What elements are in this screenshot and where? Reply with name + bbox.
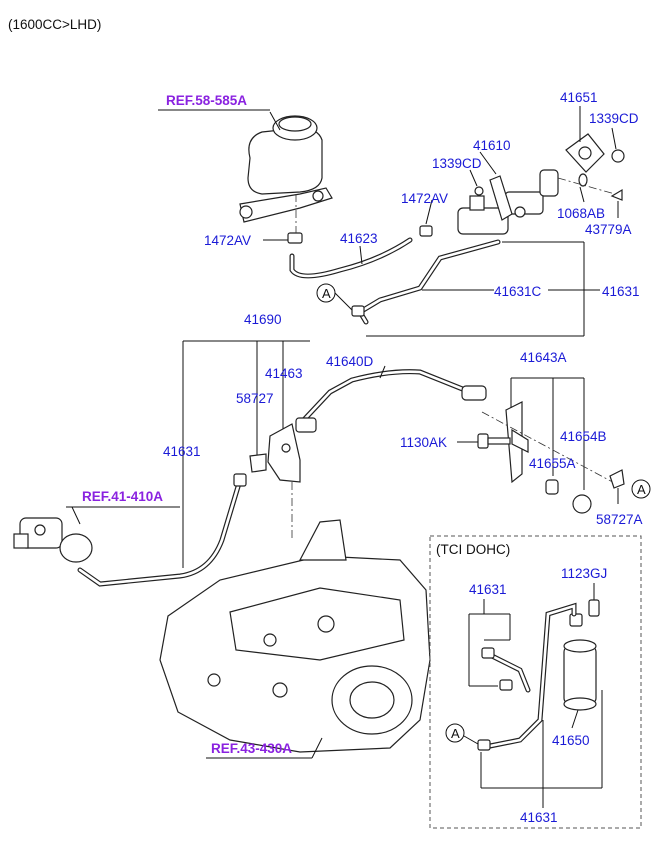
- callout-41463[interactable]: 41463: [265, 366, 303, 381]
- callout-41631-inset-top[interactable]: 41631: [469, 582, 507, 597]
- reservoir-ref-leader: [269, 111, 281, 131]
- callout-41643A[interactable]: 41643A: [520, 350, 567, 365]
- callout-41655A[interactable]: 41655A: [529, 456, 576, 471]
- marker-a-3: [445, 723, 465, 743]
- svg-text:A: A: [451, 726, 460, 741]
- callout-43779A[interactable]: 43779A: [585, 222, 632, 237]
- callout-41631-inset-bottom[interactable]: 41631: [520, 810, 558, 825]
- callout-1472AV-left[interactable]: 1472AV: [204, 233, 251, 248]
- ref-transmission[interactable]: REF.43-430A: [211, 741, 292, 756]
- callout-41640D[interactable]: 41640D: [326, 354, 374, 369]
- callout-41654B[interactable]: 41654B: [560, 429, 607, 444]
- hose-clamp-right: [419, 225, 433, 237]
- marker-a-2: [631, 479, 651, 499]
- bolt: [477, 433, 511, 449]
- ref-cylinder[interactable]: REF.41-410A: [82, 489, 163, 504]
- clip: [609, 469, 625, 489]
- callout-1068AB[interactable]: 1068AB: [557, 206, 605, 221]
- callout-41623[interactable]: 41623: [340, 231, 378, 246]
- transmission-drawing: [159, 519, 431, 753]
- hose-bracket: [505, 401, 529, 484]
- callout-41650[interactable]: 41650: [552, 733, 590, 748]
- inset-box: [429, 535, 642, 829]
- gasket: [565, 133, 605, 173]
- callout-41690[interactable]: 41690: [244, 312, 282, 327]
- callout-1339CD-mid[interactable]: 1339CD: [432, 156, 482, 171]
- callout-1339CD-top[interactable]: 1339CD: [589, 111, 639, 126]
- ref-reservoir[interactable]: REF.58-585A: [166, 93, 247, 108]
- nut-mid: [474, 186, 484, 196]
- inset-title: (TCI DOHC): [436, 542, 510, 557]
- slave-cylinder: [13, 517, 93, 563]
- callout-41631-right[interactable]: 41631: [602, 284, 640, 299]
- grommet: [572, 494, 592, 514]
- nut-top: [611, 149, 625, 163]
- callout-58727-left[interactable]: 58727: [236, 391, 274, 406]
- callout-41610[interactable]: 41610: [473, 138, 511, 153]
- callout-1130AK[interactable]: 1130AK: [400, 435, 447, 450]
- concentric-slave-cylinder: [563, 613, 597, 711]
- callout-41631-left[interactable]: 41631: [163, 444, 201, 459]
- bushing: [545, 479, 559, 495]
- master-cylinder: [457, 169, 559, 235]
- svg-text:A: A: [637, 482, 646, 497]
- callout-58727A[interactable]: 58727A: [596, 512, 643, 527]
- hose-clamp-left: [287, 232, 303, 244]
- reservoir-drawing: [239, 115, 333, 223]
- clevis-pin: [610, 188, 623, 201]
- clutch-bracket: [249, 423, 301, 483]
- washer: [578, 173, 588, 187]
- variant-label: (1600CC>LHD): [8, 17, 101, 32]
- callout-41631C[interactable]: 41631C: [494, 284, 542, 299]
- callout-41651[interactable]: 41651: [560, 90, 598, 105]
- svg-text:A: A: [322, 286, 331, 301]
- mounting-bolt: [588, 599, 600, 617]
- inset-line-lower: [487, 602, 577, 749]
- callout-1123GJ[interactable]: 1123GJ: [561, 566, 607, 581]
- callout-1472AV-right[interactable]: 1472AV: [401, 191, 448, 206]
